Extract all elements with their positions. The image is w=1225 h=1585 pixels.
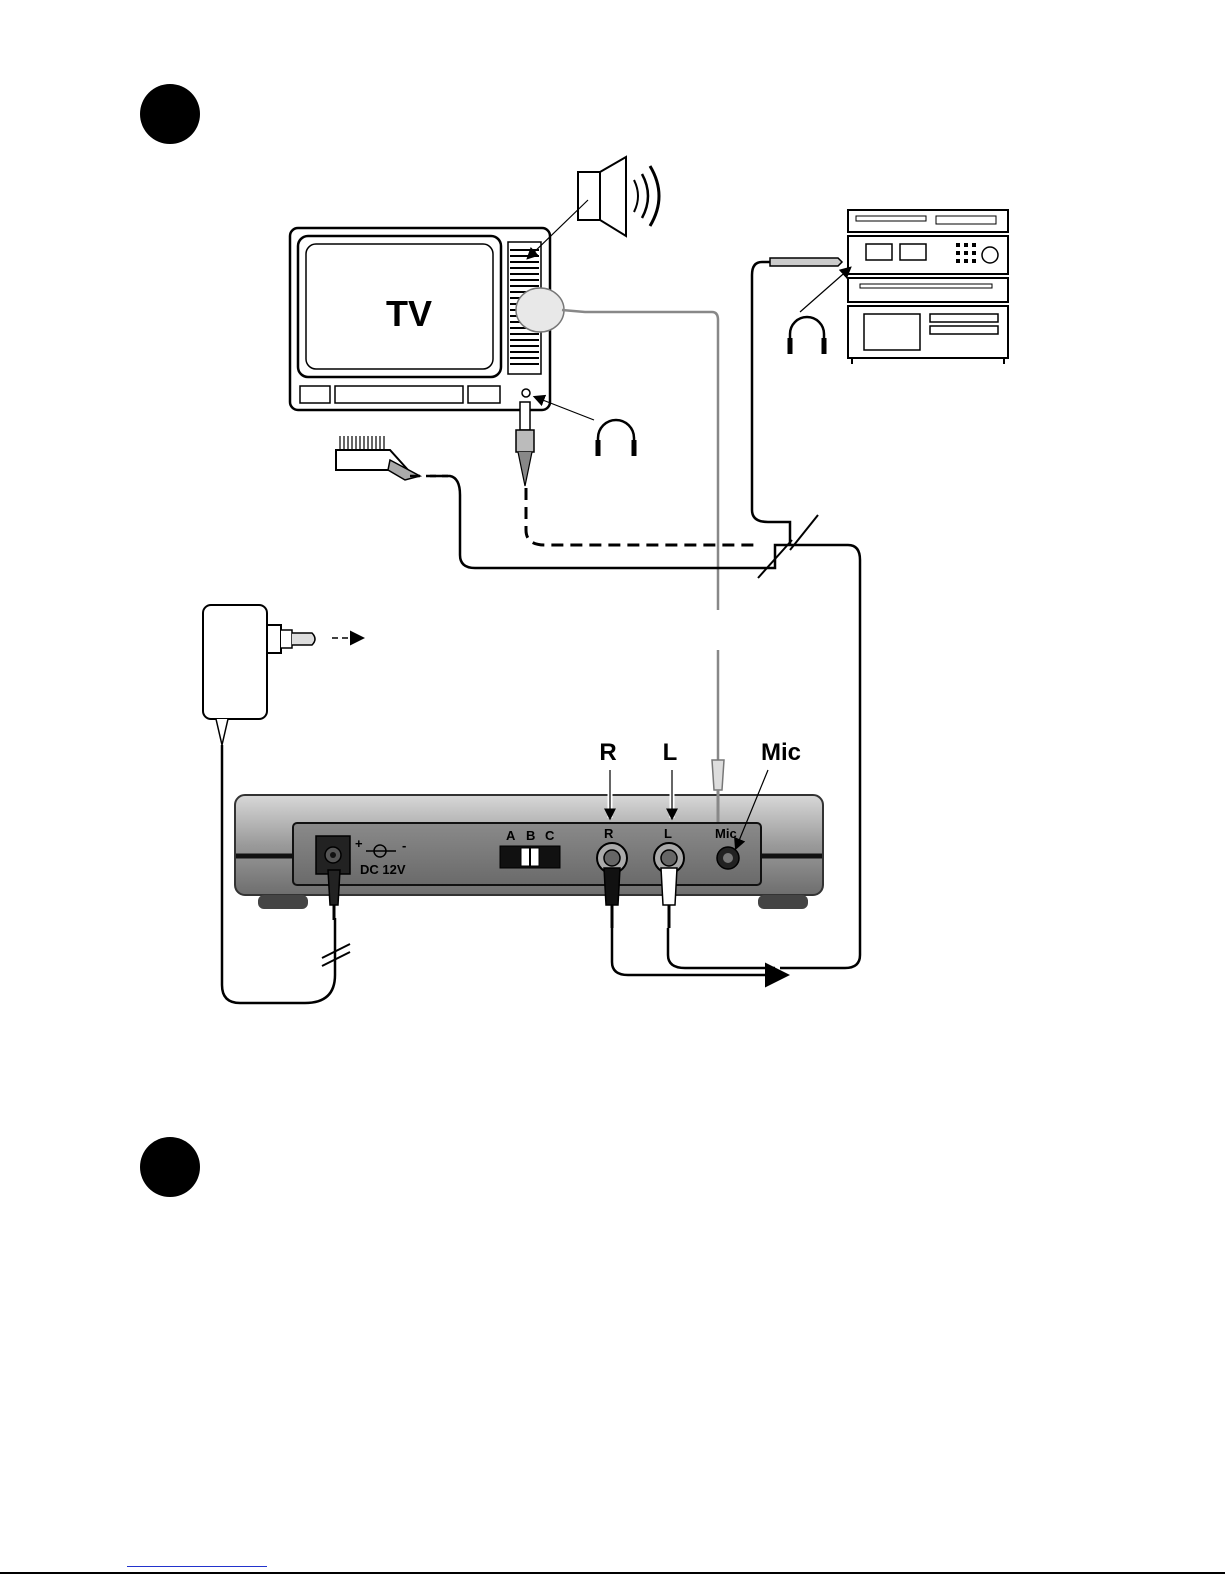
rca-plug-red <box>604 868 620 928</box>
panel-label-l: L <box>664 826 672 841</box>
rca-plug-white <box>661 868 677 928</box>
dc-minus: - <box>402 838 406 853</box>
hifi-stack-icon <box>770 210 1008 364</box>
switch-label-b: B <box>526 828 535 843</box>
footer-rule <box>0 1572 1225 1574</box>
power-adapter-icon <box>203 605 362 745</box>
jack-label-mic: Mic <box>761 739 801 766</box>
dc-plug <box>328 870 340 920</box>
receiver-unit: + - DC 12V A B C R L Mic <box>235 795 823 909</box>
tv-set: TV <box>290 228 718 610</box>
headphone-jack-plug <box>516 402 534 486</box>
tv-label: TV <box>386 293 432 334</box>
switch-label-c: C <box>545 828 555 843</box>
footer-link[interactable] <box>127 1566 267 1567</box>
jack-label-r: R <box>599 739 616 766</box>
headphones-icon-hifi <box>790 268 850 354</box>
dc-plus: + <box>355 836 363 851</box>
switch-label-a: A <box>506 828 516 843</box>
scart-plug-icon <box>336 436 420 480</box>
panel-label-mic: Mic <box>715 826 737 841</box>
panel-label-r: R <box>604 826 614 841</box>
jack-label-l: L <box>663 739 678 766</box>
dc-label: DC 12V <box>360 862 406 877</box>
